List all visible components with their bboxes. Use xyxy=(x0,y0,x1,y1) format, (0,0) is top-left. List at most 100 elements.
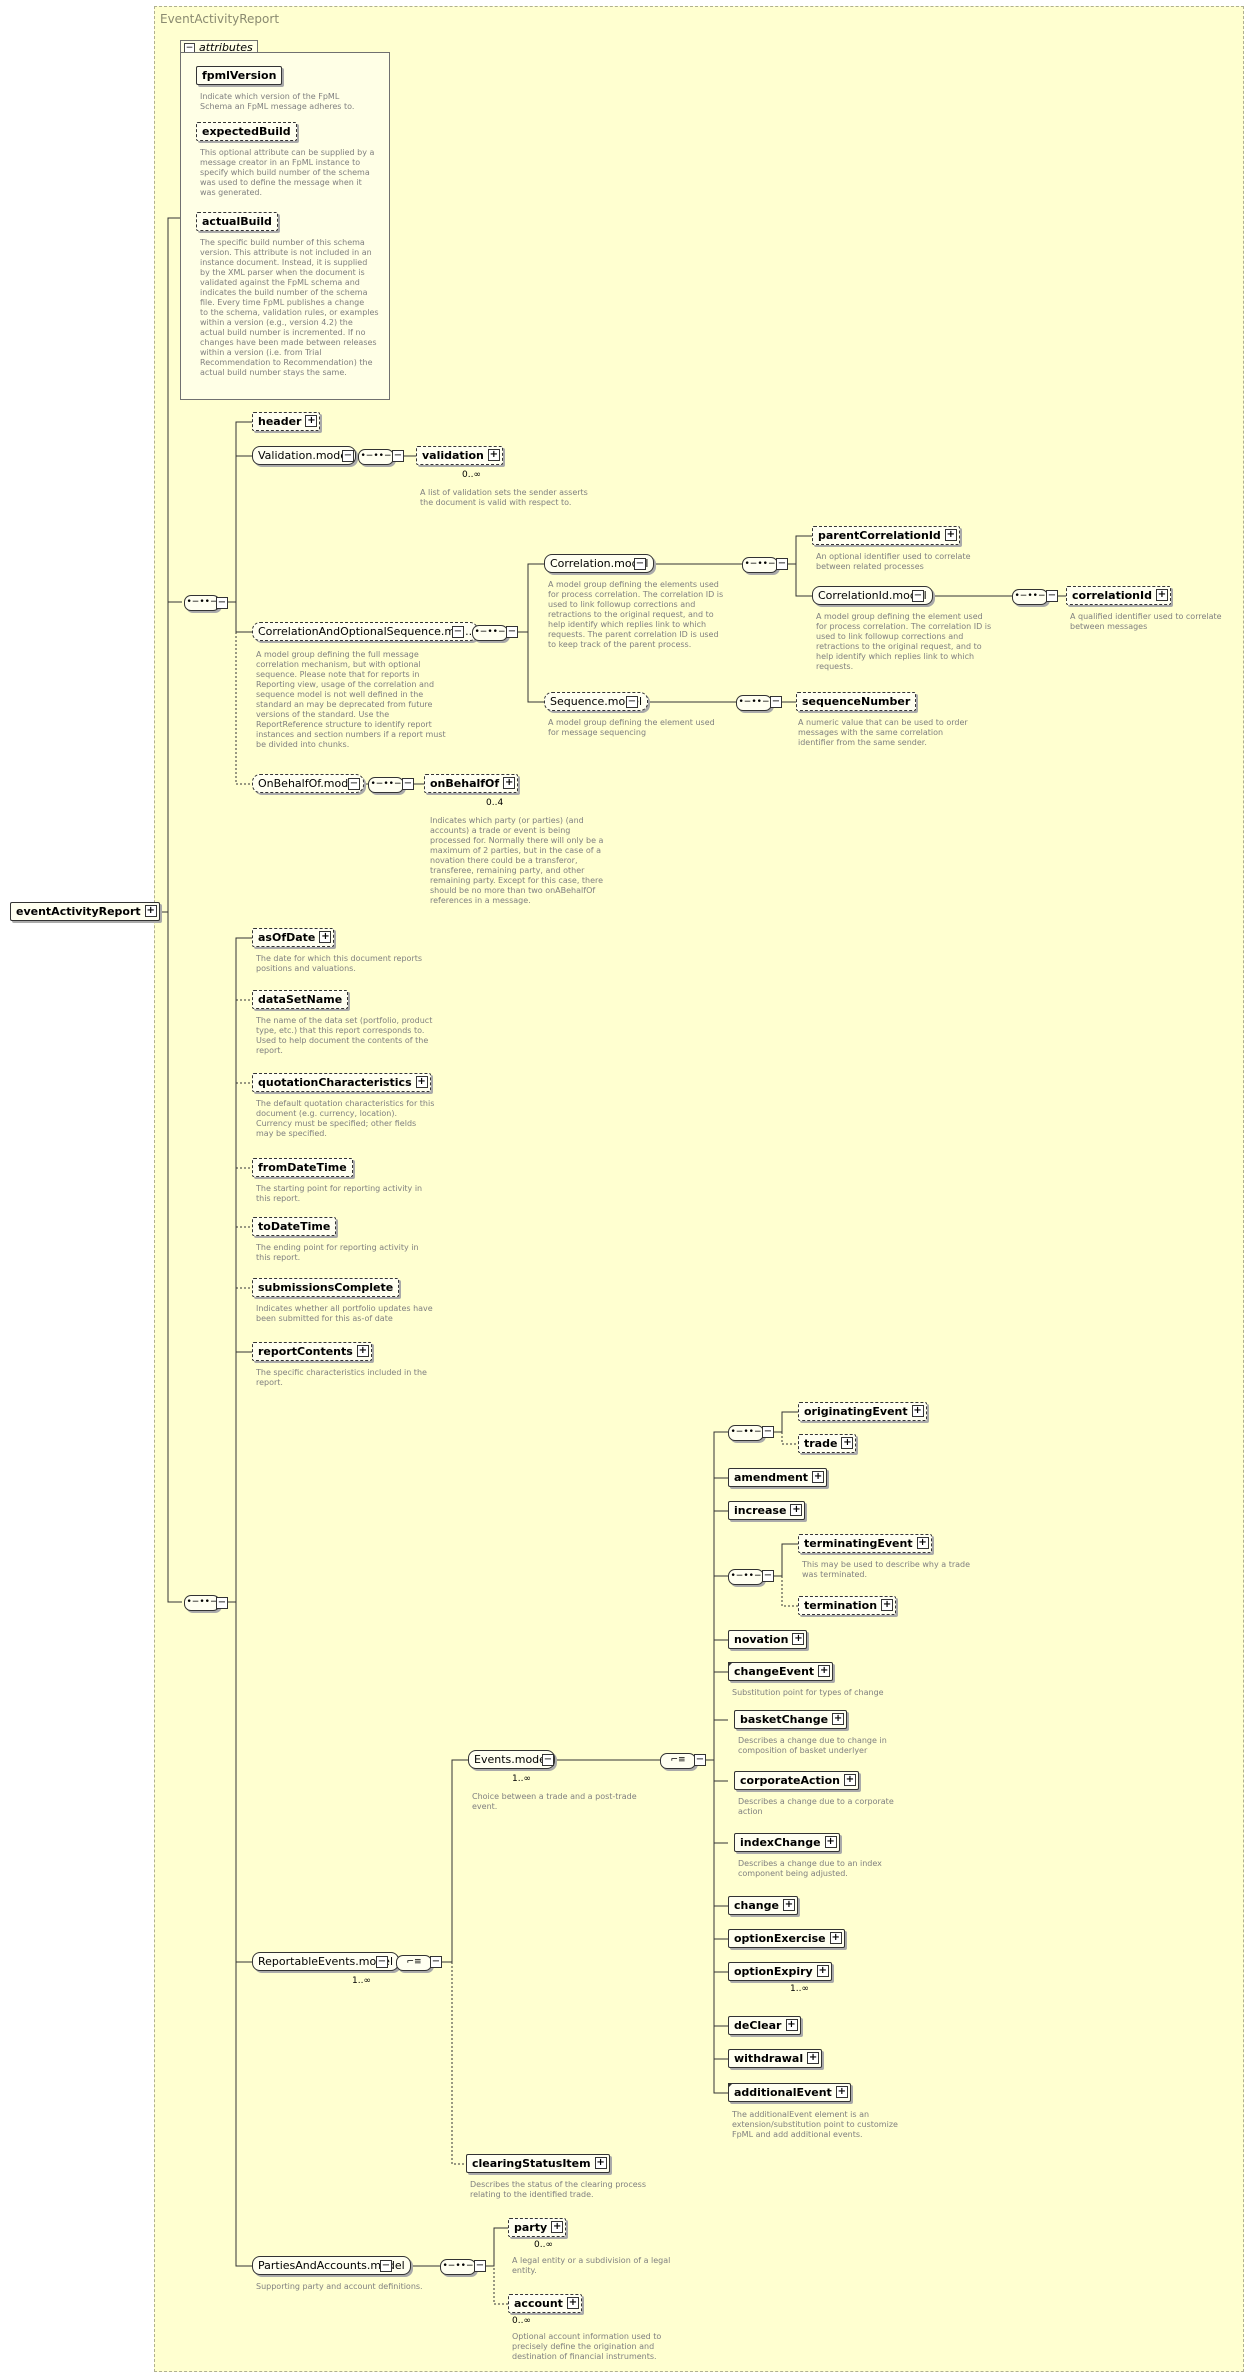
withdrawal[interactable]: withdrawal xyxy=(728,2049,823,2068)
correlation-id-desc: A qualified identifier used to correlate… xyxy=(1070,612,1222,631)
complex-type-container xyxy=(154,6,1244,2372)
collapse-icon[interactable]: − xyxy=(762,1570,774,1582)
collapse-icon[interactable]: − xyxy=(542,1754,554,1766)
choice-compositor[interactable]: ⌐≡ xyxy=(396,1955,432,1971)
termination[interactable]: termination xyxy=(798,1596,897,1615)
validation-model[interactable]: Validation.model xyxy=(252,446,357,465)
as-of-date[interactable]: asOfDate xyxy=(252,928,335,947)
originating-event[interactable]: originatingEvent xyxy=(798,1402,927,1421)
corporate-action-desc: Describes a change due to a corporate ac… xyxy=(738,1797,894,1816)
sequence-compositor[interactable]: •−••− xyxy=(368,777,404,793)
sequence-compositor[interactable]: •−••− xyxy=(1012,589,1048,605)
collapse-icon[interactable]: − xyxy=(216,597,228,609)
choice-compositor[interactable]: ⌐≡ xyxy=(660,1753,696,1769)
sequence-model-desc: A model group defining the element used … xyxy=(548,718,715,737)
events-model-desc: Choice between a trade and a post-trade … xyxy=(472,1792,637,1811)
option-exercise[interactable]: optionExercise xyxy=(728,1929,845,1948)
collapse-icon[interactable]: − xyxy=(776,558,788,570)
quotation-characteristics[interactable]: quotationCharacteristics xyxy=(252,1073,431,1092)
events-model[interactable]: Events.model xyxy=(468,1750,555,1769)
collapse-icon[interactable]: − xyxy=(762,1426,774,1438)
amendment[interactable]: amendment xyxy=(728,1468,828,1487)
attributes-tab[interactable]: −attributes xyxy=(180,40,258,54)
container-title: EventActivityReport xyxy=(160,12,280,26)
on-behalf-of[interactable]: onBehalfOf xyxy=(424,774,519,793)
sequence-compositor[interactable]: •−••− xyxy=(742,557,778,573)
collapse-icon[interactable]: − xyxy=(912,590,924,602)
index-change[interactable]: indexChange xyxy=(734,1833,840,1852)
sequence-model[interactable]: Sequence.model xyxy=(544,692,649,711)
collapse-icon[interactable]: − xyxy=(380,2260,392,2272)
change[interactable]: change xyxy=(728,1896,798,1915)
additional-event[interactable]: additionalEvent xyxy=(728,2083,851,2102)
collapse-icon[interactable]: − xyxy=(634,558,646,570)
de-clear[interactable]: deClear xyxy=(728,2016,801,2035)
sequence-number[interactable]: sequenceNumber xyxy=(796,692,917,711)
collapse-icon[interactable]: − xyxy=(376,1956,388,1968)
sequence-compositor[interactable]: •−••− xyxy=(184,1595,220,1611)
collapse-icon[interactable]: − xyxy=(342,450,354,462)
collapse-icon[interactable]: − xyxy=(452,626,464,638)
account-desc: Optional account information used to pre… xyxy=(512,2332,662,2361)
parties-accounts-model[interactable]: PartiesAndAccounts.model xyxy=(252,2256,411,2275)
basket-change[interactable]: basketChange xyxy=(734,1710,848,1729)
attr-expected-build[interactable]: expectedBuild xyxy=(196,122,297,141)
report-contents[interactable]: reportContents xyxy=(252,1342,372,1361)
party[interactable]: party xyxy=(508,2218,567,2237)
attributes-label: attributes xyxy=(199,41,253,54)
clearing-status-item[interactable]: clearingStatusItem xyxy=(466,2154,610,2173)
collapse-icon[interactable]: − xyxy=(770,696,782,708)
collapse-icon[interactable]: − xyxy=(474,2260,486,2272)
account[interactable]: account xyxy=(508,2294,582,2313)
parent-correlation-id[interactable]: parentCorrelationId xyxy=(812,526,960,545)
collapse-icon[interactable]: − xyxy=(392,450,404,462)
on-behalf-of-model[interactable]: OnBehalfOf.model xyxy=(252,774,365,793)
change-event[interactable]: changeEvent xyxy=(728,1662,834,1681)
to-date-time[interactable]: toDateTime xyxy=(252,1217,337,1236)
attr-actual-build-desc: The specific build number of this schema… xyxy=(200,238,379,377)
collapse-icon[interactable]: − xyxy=(1046,590,1058,602)
collapse-icon[interactable]: − xyxy=(694,1754,706,1766)
collapse-icon[interactable]: − xyxy=(626,696,638,708)
collapse-icon[interactable]: − xyxy=(216,1597,228,1609)
sequence-compositor[interactable]: •−••− xyxy=(358,449,394,465)
terminating-event[interactable]: terminatingEvent xyxy=(798,1534,932,1553)
correlation-optional-sequence-desc: A model group defining the full message … xyxy=(256,650,446,749)
sequence-compositor[interactable]: •−••− xyxy=(736,695,772,711)
from-date-time-desc: The starting point for reporting activit… xyxy=(256,1184,423,1203)
events-model-occurrence: 1..∞ xyxy=(512,1774,531,1784)
root-element[interactable]: eventActivityReport xyxy=(10,902,160,921)
collapse-icon[interactable]: − xyxy=(430,1956,442,1968)
collapse-icon[interactable]: − xyxy=(348,778,360,790)
data-set-name[interactable]: dataSetName xyxy=(252,990,349,1009)
correlation-id[interactable]: correlationId xyxy=(1066,586,1171,605)
submissions-complete[interactable]: submissionsComplete xyxy=(252,1278,400,1297)
terminating-event-desc: This may be used to describe why a trade… xyxy=(802,1560,971,1579)
validation-element[interactable]: validation xyxy=(416,446,503,465)
sequence-number-desc: A numeric value that can be used to orde… xyxy=(798,718,968,747)
attr-actual-build[interactable]: actualBuild xyxy=(196,212,278,231)
correlation-model-desc: A model group defining the elements used… xyxy=(548,580,724,649)
increase[interactable]: increase xyxy=(728,1501,806,1520)
novation[interactable]: novation xyxy=(728,1630,808,1649)
sequence-compositor[interactable]: •−••− xyxy=(728,1569,764,1585)
sequence-compositor[interactable]: •−••− xyxy=(184,595,220,611)
correlation-model[interactable]: Correlation.model xyxy=(544,554,655,573)
collapse-icon[interactable]: − xyxy=(506,626,518,638)
header-element[interactable]: header xyxy=(252,412,321,431)
corporate-action[interactable]: corporateAction xyxy=(734,1771,859,1790)
collapse-icon[interactable]: − xyxy=(402,778,414,790)
option-expiry[interactable]: optionExpiry xyxy=(728,1962,832,1981)
correlation-id-model[interactable]: CorrelationId.model xyxy=(812,586,933,605)
correlation-id-model-desc: A model group defining the element used … xyxy=(816,612,992,671)
trade[interactable]: trade xyxy=(798,1434,857,1453)
sequence-compositor[interactable]: •−••− xyxy=(440,2259,476,2275)
sequence-compositor[interactable]: •−••− xyxy=(472,625,508,641)
sequence-compositor[interactable]: •−••− xyxy=(728,1425,764,1441)
attr-fpml-version[interactable]: fpmlVersion xyxy=(196,66,283,85)
correlation-optional-sequence-model[interactable]: CorrelationAndOptionalSequence.mo... xyxy=(252,622,479,641)
from-date-time[interactable]: fromDateTime xyxy=(252,1158,353,1177)
attr-expected-build-desc: This optional attribute can be supplied … xyxy=(200,148,375,197)
to-date-time-desc: The ending point for reporting activity … xyxy=(256,1243,419,1262)
